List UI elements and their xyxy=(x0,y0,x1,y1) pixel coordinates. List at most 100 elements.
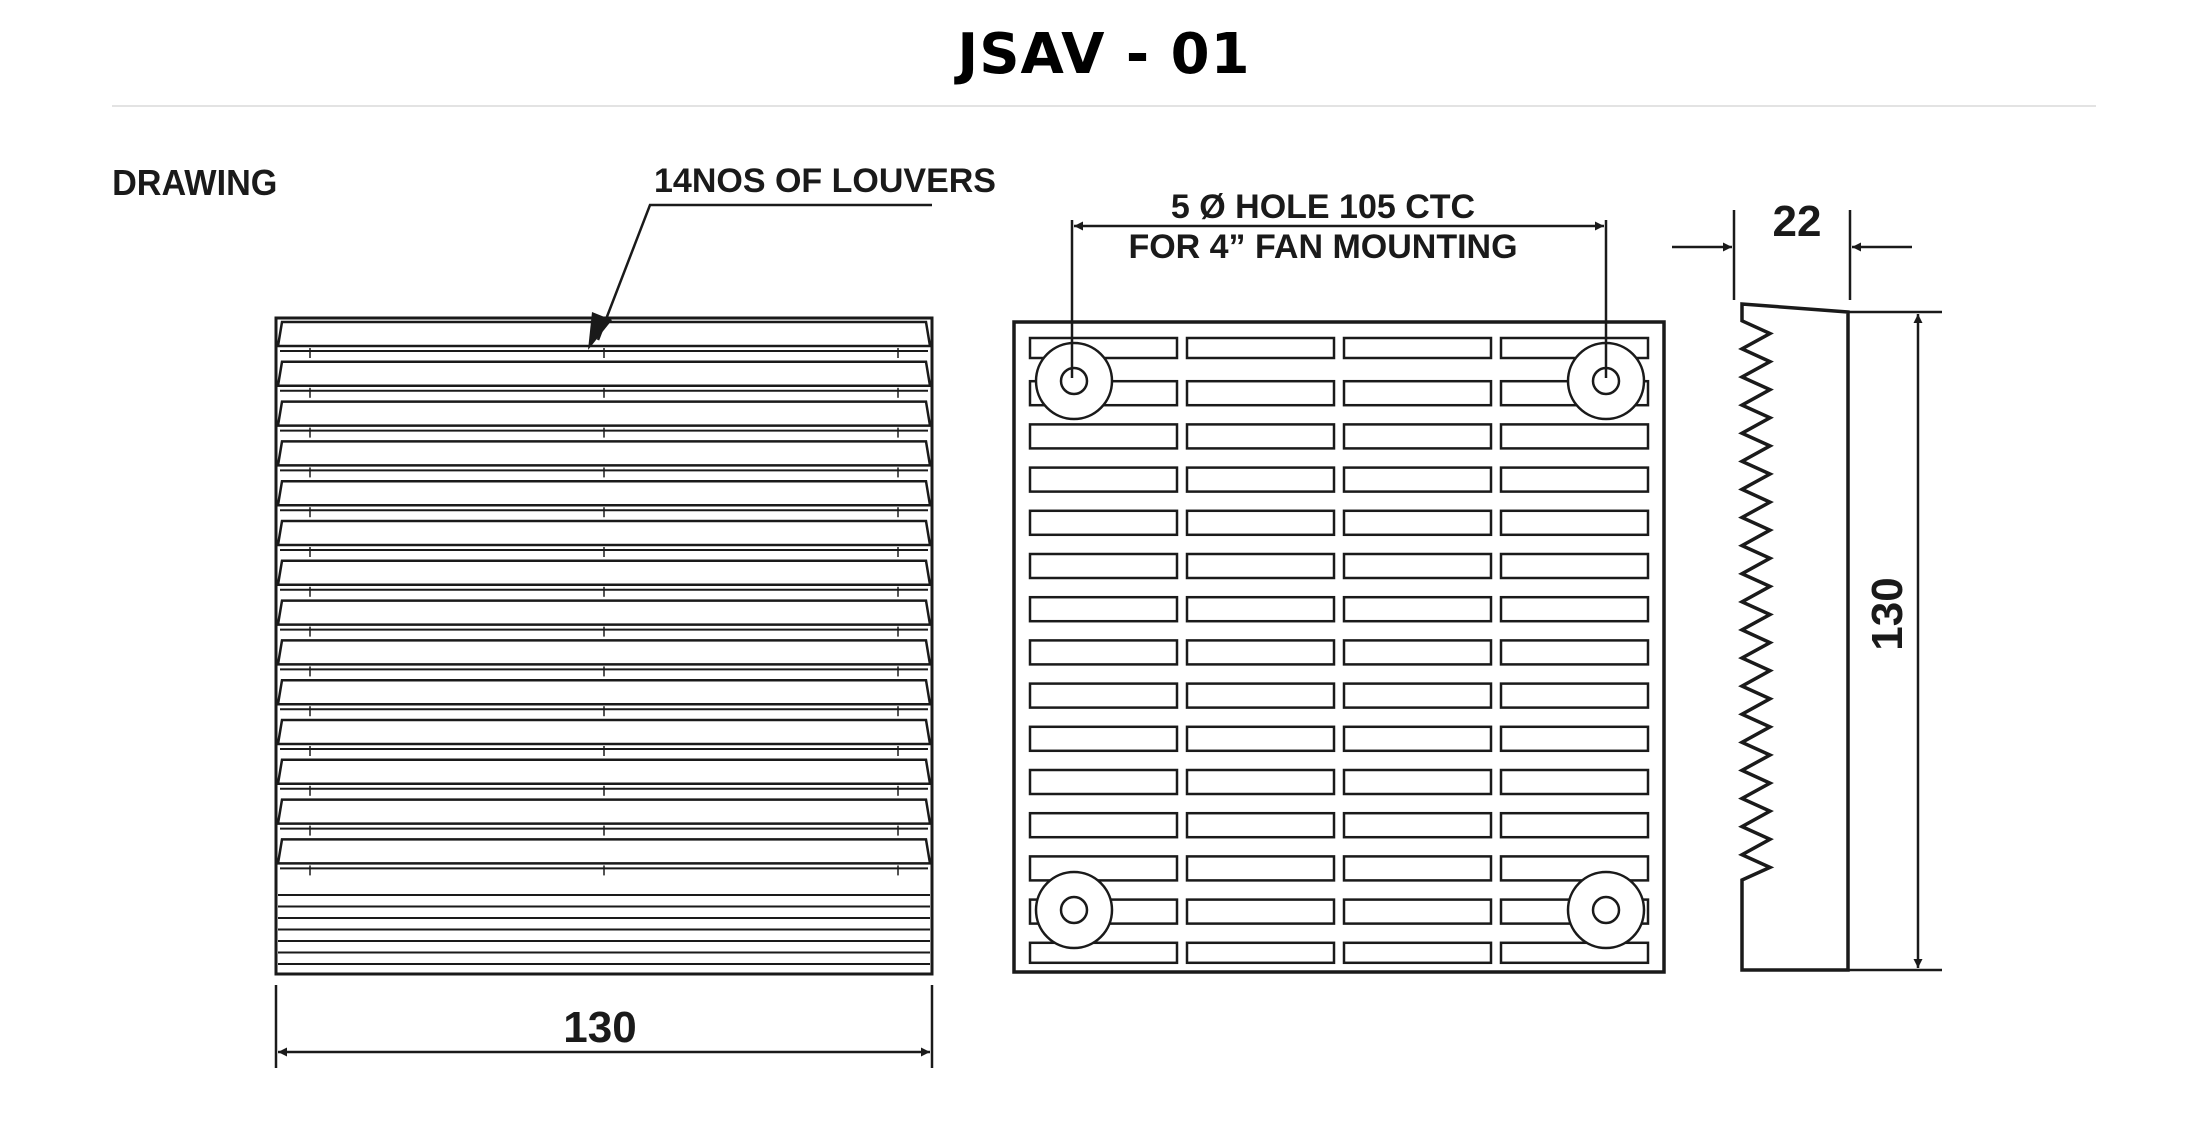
louver-callout-leader xyxy=(596,203,932,341)
side-depth-dimension: 22 xyxy=(1773,197,1822,246)
vent-slot xyxy=(1185,768,1336,796)
louver-blade xyxy=(276,320,932,348)
louver-blade xyxy=(276,718,932,746)
vent-slot xyxy=(1028,682,1179,709)
vent-slot xyxy=(1185,855,1336,882)
vent-slot xyxy=(1499,855,1650,882)
louver-callout-arrow xyxy=(588,312,612,350)
vent-slot xyxy=(1342,682,1493,709)
vent-slot xyxy=(1342,811,1493,839)
vent-slot xyxy=(1342,725,1493,753)
vent-slot xyxy=(1185,725,1336,753)
louver-blade xyxy=(276,360,932,388)
vent-slot xyxy=(1499,595,1650,623)
vent-slot xyxy=(1342,423,1493,450)
louver xyxy=(276,639,932,677)
vent-slot xyxy=(1342,768,1493,796)
vent-slot xyxy=(1185,811,1336,839)
vent-slot xyxy=(1028,725,1179,753)
back-frame xyxy=(1012,320,1666,974)
louver xyxy=(276,599,932,637)
louver-callout-text: 14NOS OF LOUVERS xyxy=(654,162,996,200)
vent-slot xyxy=(1499,466,1650,493)
vent-slot xyxy=(1028,509,1179,537)
vent-slot xyxy=(1185,595,1336,623)
vent-slot xyxy=(1342,941,1493,965)
vent-slot xyxy=(1499,725,1650,753)
back-slot-grid xyxy=(1028,336,1650,965)
vent-slot xyxy=(1499,552,1650,580)
louver-blade xyxy=(276,798,932,825)
vent-slot xyxy=(1028,552,1179,580)
louver-blade xyxy=(276,440,932,467)
vent-slot xyxy=(1028,639,1179,666)
vent-slot xyxy=(1342,855,1493,882)
vent-slot xyxy=(1499,811,1650,839)
vent-slot xyxy=(1185,466,1336,493)
vent-slot xyxy=(1342,898,1493,925)
vent-slot xyxy=(1028,423,1179,450)
vent-slot xyxy=(1499,639,1650,666)
vent-slot xyxy=(1028,466,1179,493)
mounting-hole xyxy=(1566,870,1646,950)
vent-slot xyxy=(1342,379,1493,407)
louver xyxy=(276,440,932,478)
vent-slot xyxy=(1499,423,1650,450)
louver-blade xyxy=(276,400,932,427)
vent-slot xyxy=(1185,379,1336,407)
vent-slot xyxy=(1185,423,1336,450)
vent-slot xyxy=(1499,682,1650,709)
vent-slot xyxy=(1185,639,1336,666)
side-height-dimension: 130 xyxy=(1863,577,1912,650)
vent-slot xyxy=(1028,811,1179,839)
vent-slot xyxy=(1342,509,1493,537)
vent-slot xyxy=(1342,595,1493,623)
back-view: 5 Ø HOLE 105 CTC FOR 4” FAN MOUNTING xyxy=(1012,188,1666,974)
louver xyxy=(276,360,932,398)
louver xyxy=(276,838,932,876)
vent-slot xyxy=(1185,941,1336,965)
section-label: DRAWING xyxy=(112,163,277,203)
front-width-dimension: 130 xyxy=(563,1003,636,1052)
mounting-note-line1: 5 Ø HOLE 105 CTC xyxy=(1171,188,1475,226)
vent-slot xyxy=(1499,509,1650,537)
louver xyxy=(276,798,932,836)
vent-slot xyxy=(1499,768,1650,796)
vent-slot xyxy=(1342,639,1493,666)
mounting-hole-bore xyxy=(1059,895,1089,925)
vent-slot xyxy=(1185,509,1336,537)
louver xyxy=(276,519,932,557)
louver xyxy=(276,758,932,796)
mounting-hole-bore xyxy=(1591,895,1621,925)
louver xyxy=(276,718,932,756)
louver-blade xyxy=(276,838,932,865)
mounting-hole xyxy=(1034,870,1114,950)
louver-blade xyxy=(276,519,932,547)
vent-slot xyxy=(1185,336,1336,360)
louver-blade xyxy=(276,678,932,706)
louver-blade xyxy=(276,479,932,507)
louver-blade xyxy=(276,639,932,666)
vent-slot xyxy=(1028,855,1179,882)
mounting-hole-bore xyxy=(1059,366,1089,396)
drawing-title: JSAV - 01 xyxy=(957,22,1251,87)
front-frame xyxy=(274,316,934,976)
front-view: 14NOS OF LOUVERS 130 xyxy=(274,162,996,1068)
louver xyxy=(276,559,932,597)
vent-slot xyxy=(1499,941,1650,965)
vent-slot xyxy=(1185,552,1336,580)
louver-blade xyxy=(276,758,932,786)
vent-slot xyxy=(1185,898,1336,925)
vent-slot xyxy=(1028,768,1179,796)
louver-group xyxy=(276,320,932,876)
front-bottom-lines xyxy=(278,894,930,965)
side-view: 22 130 xyxy=(1672,197,1942,972)
mounting-note-line2: FOR 4” FAN MOUNTING xyxy=(1128,228,1517,266)
mounting-hole xyxy=(1034,341,1114,421)
louver-blade xyxy=(276,559,932,587)
vent-slot xyxy=(1185,682,1336,709)
vent-slot xyxy=(1342,466,1493,493)
louver-blade xyxy=(276,599,932,626)
vent-slot xyxy=(1342,336,1493,360)
